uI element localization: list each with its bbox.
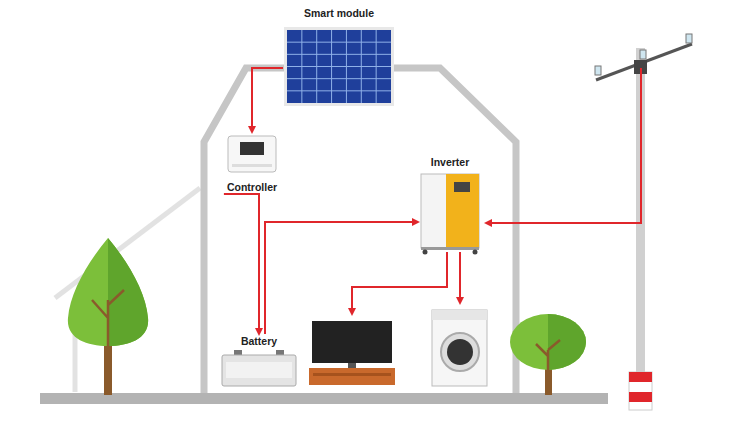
house-annex [55, 188, 200, 392]
tree [68, 238, 148, 395]
washing-machine [432, 310, 487, 386]
inverter-node: Inverter [418, 155, 482, 252]
solar-module-node: Smart module [283, 6, 395, 107]
device-label: Controller [227, 181, 277, 193]
battery-node: Battery [220, 334, 298, 387]
device-label: Battery [241, 335, 277, 347]
inverter-device [421, 174, 479, 255]
solar-panel [284, 27, 394, 106]
house-outline [204, 68, 516, 395]
controller-device [228, 136, 276, 172]
battery-device [222, 350, 296, 386]
controller-node: Controller [224, 132, 280, 194]
power-connector [265, 222, 418, 334]
device-label: Inverter [431, 156, 470, 168]
power-connector [252, 68, 283, 132]
tree [510, 314, 586, 395]
ground [40, 393, 608, 404]
power-connector [224, 194, 259, 334]
power-wire [352, 68, 641, 314]
device-label: Smart module [304, 7, 374, 19]
tv [309, 321, 395, 385]
